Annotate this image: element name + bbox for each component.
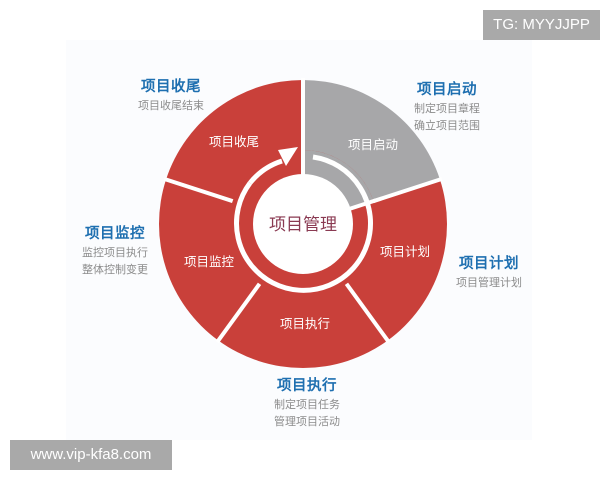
callout-plan: 项目计划 项目管理计划 [444, 254, 534, 291]
callout-execute-line-2: 管理项目活动 [274, 415, 340, 428]
segment-label-monitor: 项目监控 [184, 254, 235, 269]
wheel-segments [159, 80, 447, 369]
cycle-arrow-ring [234, 154, 373, 293]
callout-start-line-2: 确立项目范围 [414, 119, 480, 132]
segment-label-plan: 项目计划 [380, 244, 430, 259]
callout-execute-line-1: 制定项目任务 [274, 398, 340, 411]
callout-monitor-title: 项目监控 [85, 226, 145, 242]
segment-label-execute: 项目执行 [280, 316, 330, 331]
callout-monitor-line-1: 监控项目执行 [82, 246, 148, 259]
callout-start-line-1: 制定项目章程 [414, 102, 480, 115]
callout-plan-line-1: 项目管理计划 [456, 276, 522, 289]
callout-start-title: 项目启动 [417, 82, 477, 98]
watermark-top-right: TG: MYYJJPP [483, 10, 600, 40]
callout-close: 项目收尾 项目收尾结束 [126, 77, 216, 114]
center-circle [253, 174, 353, 274]
callout-close-line-1: 项目收尾结束 [138, 99, 204, 112]
center-label: 项目管理 [269, 215, 337, 235]
callout-monitor-line-2: 整体控制变更 [82, 263, 148, 276]
segment-label-close: 项目收尾 [209, 134, 259, 149]
callout-close-title: 项目收尾 [141, 79, 201, 95]
callout-execute-title: 项目执行 [277, 378, 337, 394]
callout-monitor: 项目监控 监控项目执行 整体控制变更 [70, 224, 160, 278]
callout-start: 项目启动 制定项目章程 确立项目范围 [402, 80, 492, 134]
watermark-bottom-left: www.vip-kfa8.com [10, 440, 172, 470]
segment-label-start: 项目启动 [348, 137, 398, 152]
callout-plan-title: 项目计划 [459, 256, 519, 272]
callout-execute: 项目执行 制定项目任务 管理项目活动 [262, 376, 352, 430]
cycle-arrow-head-icon [278, 147, 298, 166]
